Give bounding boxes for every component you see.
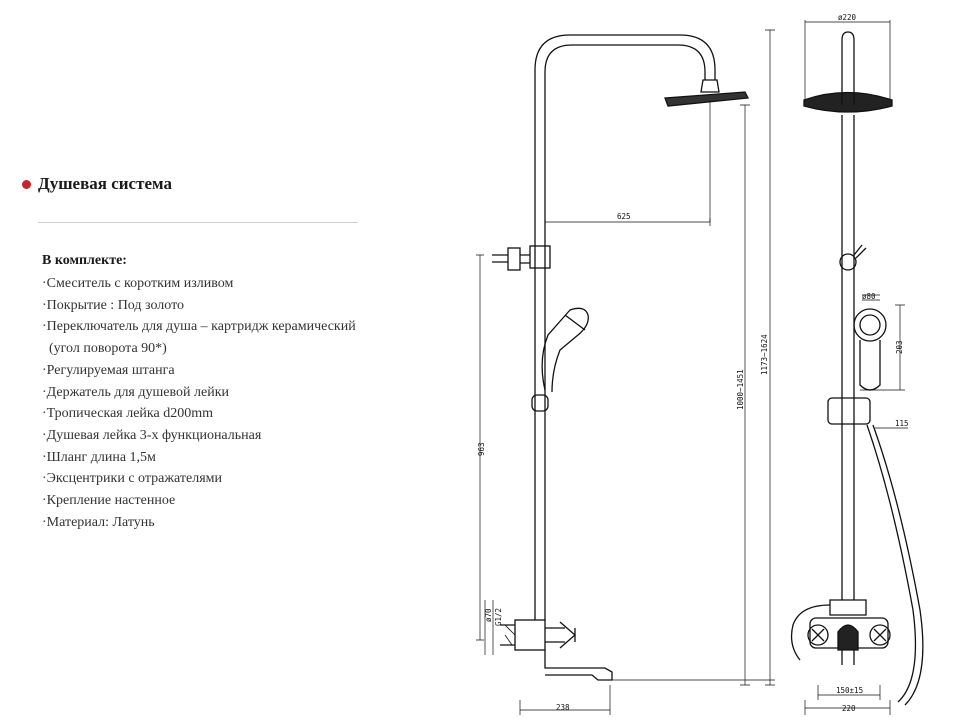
dim-holder-offset: 115	[895, 419, 909, 428]
dim-eccentric-spacing: 150±15	[836, 686, 863, 695]
spec-item: ·Душевая лейка 3-х функциональная	[42, 427, 262, 443]
left-handle	[807, 624, 829, 646]
wall-mount-top	[507, 247, 521, 271]
diverter-body	[529, 245, 551, 269]
spec-item: ·Материал: Латунь	[42, 514, 155, 530]
spec-item: ·Эксцентрики с отражателями	[42, 471, 223, 487]
spec-item: ·Регулируемая штанга	[42, 362, 175, 378]
spec-item: ·Шланг длина 1,5м	[42, 449, 156, 465]
title-row: Душевая система	[22, 174, 172, 194]
spec-item: ·Переключатель для душа – картридж керам…	[42, 319, 356, 335]
bullet-dot-icon	[22, 179, 31, 189]
dim-mount-height: 963	[477, 442, 486, 456]
hose	[872, 424, 924, 706]
title-divider	[38, 222, 358, 223]
dim-hand-shower-diameter: ø80	[862, 292, 876, 301]
dim-thread: G1/2	[494, 608, 503, 626]
spec-item: ·Держатель для душевой лейки	[42, 384, 229, 400]
holder-front	[827, 397, 871, 425]
hand-shower	[541, 307, 589, 393]
dim-total-height: 1173~1624	[760, 334, 769, 375]
dim-head-reach: 625	[617, 212, 631, 221]
spec-list: ·Смеситель с коротким изливом ·Покрытие …	[42, 273, 356, 533]
slider-holder	[531, 394, 549, 412]
technical-drawing: 625 1000~1451 1173~1624 963 ø70 G1/2 238…	[476, 13, 924, 715]
dim-pipe-diameter: ø70	[484, 608, 493, 622]
dim-spout-length: 238	[556, 703, 570, 712]
right-handle	[869, 624, 891, 646]
spout	[544, 650, 613, 681]
dim-height-to-head: 1000~1451	[736, 369, 745, 410]
hand-shower-face	[853, 308, 887, 342]
spec-item: ·Крепление настенное	[42, 493, 176, 509]
riser-pipe	[534, 248, 546, 600]
rain-head	[664, 91, 750, 107]
shower-arm	[534, 34, 716, 248]
spec-item: ·Покрытие : Под золото	[42, 297, 185, 313]
riser-front	[841, 115, 855, 600]
dim-head-diameter: ø220	[838, 13, 857, 22]
diverter-knob	[839, 253, 857, 271]
cross-handle	[559, 621, 576, 649]
dim-hand-shower-length: 203	[895, 340, 904, 354]
valve-body	[514, 619, 546, 651]
spec-item: (угол поворота 90*)	[42, 341, 167, 357]
spec-heading: В комплекте:	[42, 253, 127, 268]
spec-block: В комплекте: ·Смеситель с коротким излив…	[42, 251, 356, 533]
dim-base-width: 220	[842, 704, 856, 713]
spec-item: ·Тропическая лейка d200mm	[42, 406, 214, 422]
head-connector	[700, 79, 720, 93]
product-title: Душевая система	[38, 174, 172, 193]
spec-item: ·Смеситель с коротким изливом	[42, 276, 234, 291]
